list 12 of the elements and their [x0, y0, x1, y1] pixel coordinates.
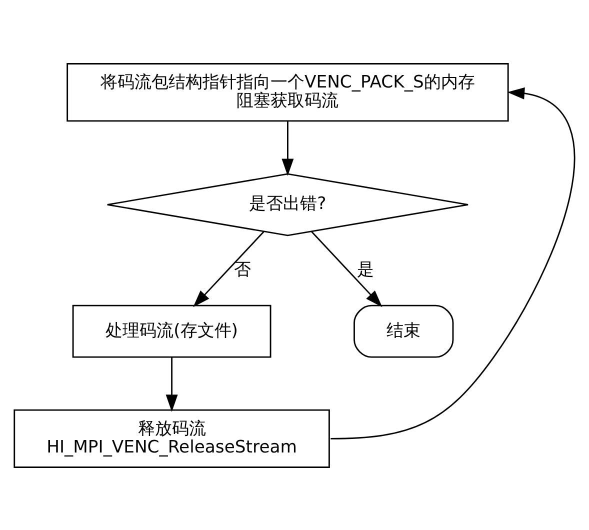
node-box: 处理码流(存文件)	[72, 304, 272, 358]
node-box: 释放码流 HI_MPI_VENC_ReleaseStream	[14, 408, 330, 468]
arrow	[330, 86, 575, 439]
node-box: 将码流包结构指针指向一个VENC_PACK_S的内存 阻塞获取码流	[66, 62, 509, 122]
arrow	[282, 120, 294, 176]
node-box: 结束	[354, 304, 454, 358]
edge-label: 否	[234, 259, 252, 280]
node-diamond: 是否出错?	[106, 172, 469, 236]
arrow	[193, 230, 264, 307]
arrow	[311, 230, 382, 307]
edge-label: 是	[357, 259, 374, 280]
arrow	[166, 357, 178, 412]
